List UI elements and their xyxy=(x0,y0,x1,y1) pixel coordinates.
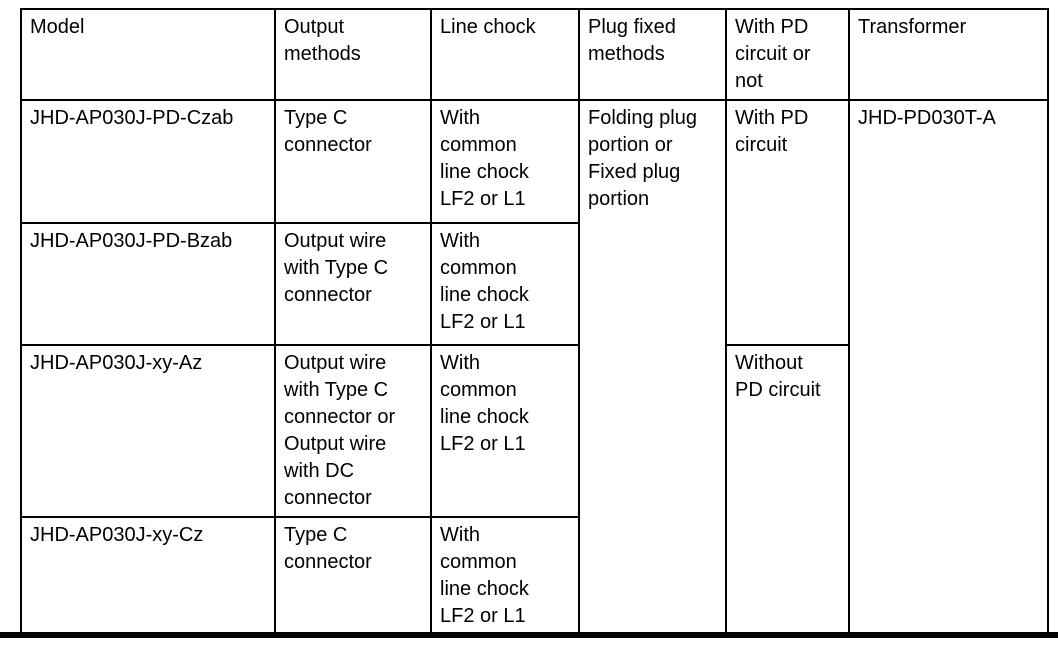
cell-transformer-merged: JHD-PD030T-A xyxy=(848,99,1049,636)
page-bottom-rule xyxy=(0,632,1058,638)
cell-model-row1: JHD-AP030J-PD-Czab xyxy=(20,99,276,224)
cell-with-pd-circuit-merged: With PD circuit xyxy=(725,99,850,346)
cell-without-pd-circuit-merged: Without PD circuit xyxy=(725,344,850,636)
cell-line-chock-row3: With common line chock LF2 or L1 xyxy=(430,344,580,518)
spec-table: Model Output methods Line chock Plug fix… xyxy=(20,8,1049,636)
header-cell-plug-fixed-methods: Plug fixed methods xyxy=(578,8,727,101)
header-row: Model Output methods Line chock Plug fix… xyxy=(20,8,1049,101)
cell-line-chock-row1: With common line chock LF2 or L1 xyxy=(430,99,580,224)
table-row: JHD-AP030J-PD-Czab Type C connector With… xyxy=(20,99,1049,636)
cell-output-method-row1: Type C connector xyxy=(274,99,432,224)
table-row: JHD-AP030J-PD-Bzab Output wire with Type… xyxy=(20,222,1048,346)
table-row: JHD-AP030J-xy-Cz Type C connector With c… xyxy=(20,516,1048,636)
cell-line-chock-row4: With common line chock LF2 or L1 xyxy=(430,516,580,636)
cell-model-row3: JHD-AP030J-xy-Az xyxy=(20,344,276,518)
cell-line-chock-row2: With common line chock LF2 or L1 xyxy=(430,222,580,346)
cell-model-row4: JHD-AP030J-xy-Cz xyxy=(20,516,276,636)
header-cell-model: Model xyxy=(20,8,276,101)
header-cell-output-methods: Output methods xyxy=(274,8,432,101)
header-cell-line-chock: Line chock xyxy=(430,8,580,101)
cell-plug-fixed-methods-merged: Folding plug portion or Fixed plug porti… xyxy=(578,99,727,636)
cell-output-method-row2: Output wire with Type C connector xyxy=(274,222,432,346)
table-row: JHD-AP030J-xy-Az Output wire with Type C… xyxy=(20,344,1048,636)
cell-model-row2: JHD-AP030J-PD-Bzab xyxy=(20,222,276,346)
header-cell-transformer: Transformer xyxy=(848,8,1049,101)
header-cell-pd-circuit: With PD circuit or not xyxy=(725,8,850,101)
cell-output-method-row3: Output wire with Type C connector or Out… xyxy=(274,344,432,518)
cell-output-method-row4: Type C connector xyxy=(274,516,432,636)
